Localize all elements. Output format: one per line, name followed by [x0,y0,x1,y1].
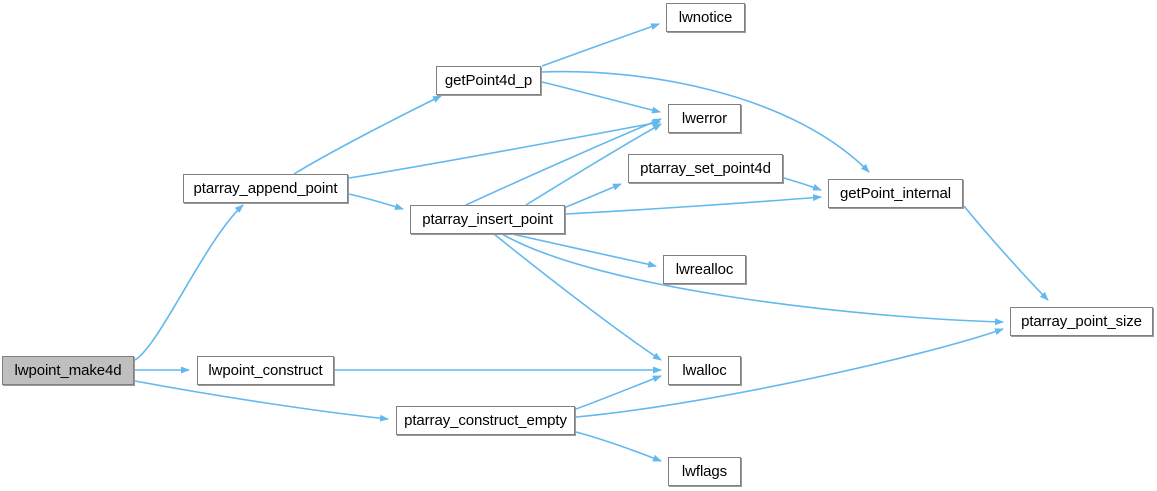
graph-node-getPoint_internal[interactable]: getPoint_internal [828,179,963,208]
graph-node-label: ptarray_point_size [1021,313,1142,330]
graph-node-getPoint4d_p[interactable]: getPoint4d_p [436,66,541,95]
graph-node-ptarray_point_size[interactable]: ptarray_point_size [1010,307,1153,336]
graph-node-label: lwpoint_make4d [14,362,122,379]
graph-node-ptarray_construct_empty[interactable]: ptarray_construct_empty [396,406,575,435]
graph-node-label: ptarray_construct_empty [404,412,567,429]
graph-node-lwerror[interactable]: lwerror [668,104,741,133]
graph-node-lwpoint_construct[interactable]: lwpoint_construct [197,356,334,385]
graph-node-lwpoint_make4d[interactable]: lwpoint_make4d [2,356,134,385]
graph-node-label: lwalloc [682,362,727,379]
graph-node-lwrealloc[interactable]: lwrealloc [663,255,746,284]
graph-node-ptarray_set_point4d[interactable]: ptarray_set_point4d [628,154,783,183]
graph-node-label: ptarray_insert_point [422,211,553,228]
graph-node-ptarray_append_point[interactable]: ptarray_append_point [183,174,348,203]
graph-node-label: ptarray_set_point4d [640,160,771,177]
graph-node-label: lwflags [681,463,728,480]
graph-node-label: lwerror [681,110,728,127]
graph-node-label: getPoint4d_p [444,72,533,89]
graph-node-ptarray_insert_point[interactable]: ptarray_insert_point [410,205,565,234]
graph-node-label: lwpoint_construct [208,362,323,379]
graph-node-label: ptarray_append_point [193,180,338,197]
graph-node-lwnotice[interactable]: lwnotice [666,3,745,32]
graph-node-lwflags[interactable]: lwflags [668,457,741,486]
graph-node-label: lwrealloc [675,261,734,278]
graph-node-label: getPoint_internal [840,185,951,202]
graph-node-lwalloc[interactable]: lwalloc [668,356,741,385]
graph-node-label: lwnotice [678,9,733,26]
